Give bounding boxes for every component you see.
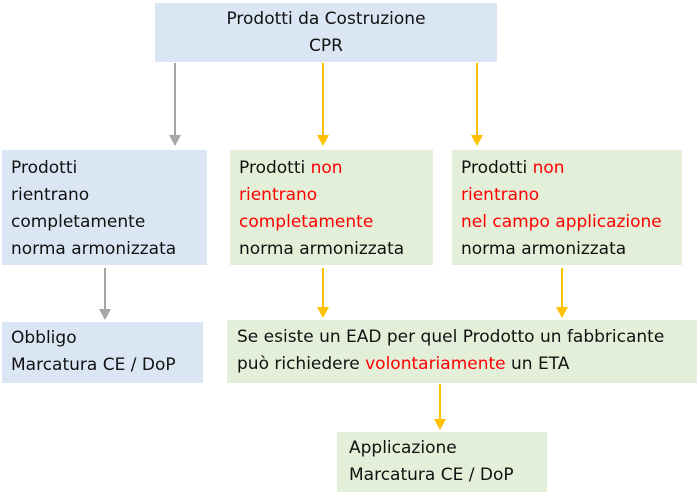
arrow-shaft: [561, 268, 563, 309]
arrow-root-to-harmonized: [169, 63, 181, 146]
node-cpr-root-line1: Prodotti da Costruzione: [226, 9, 426, 29]
node-obligation-line1: Obbligo: [11, 328, 77, 348]
node-harmonized-partial-line1: Prodotti non: [239, 155, 429, 182]
arrow-head-icon: [471, 135, 483, 146]
text-black: un ETA: [505, 354, 570, 374]
node-harmonized-partial-line4: norma armonizzata: [239, 239, 405, 259]
node-cpr-root: Prodotti da Costruzione CPR: [155, 3, 497, 62]
arrow-noscope-to-ead: [556, 268, 568, 318]
node-obligation: Obbligo Marcatura CE / DoP: [2, 322, 203, 383]
node-ead-line2: può richiedere volontariamente un ETA: [237, 351, 697, 378]
text-red: non: [310, 158, 343, 178]
arrow-harmonized-to-obligation: [99, 268, 111, 320]
node-harmonized-full-line2: rientrano: [11, 185, 90, 205]
arrow-root-to-partial: [317, 63, 329, 146]
node-harmonized-full: Prodotti rientrano completamente norma a…: [2, 150, 207, 265]
arrow-shaft: [476, 63, 478, 137]
arrow-shaft: [104, 268, 106, 311]
node-cpr-root-line2: CPR: [309, 36, 343, 56]
node-ead-line1: Se esiste un EAD per quel Prodotto un fa…: [237, 327, 665, 347]
text-red: non: [532, 158, 565, 178]
node-harmonized-full-line3: completamente: [11, 212, 146, 232]
arrow-head-icon: [317, 307, 329, 318]
node-obligation-line2: Marcatura CE / DoP: [11, 355, 176, 375]
arrow-head-icon: [99, 309, 111, 320]
arrow-head-icon: [434, 419, 446, 430]
node-application: Applicazione Marcatura CE / DoP: [337, 432, 547, 492]
arrow-head-icon: [169, 135, 181, 146]
arrow-partial-to-ead: [317, 268, 329, 318]
node-not-in-scope: Prodotti non rientrano nel campo applica…: [452, 150, 682, 265]
text-black: Prodotti: [461, 158, 533, 178]
arrow-shaft: [174, 63, 176, 137]
text-black: può richiedere: [237, 354, 366, 374]
node-application-line2: Marcatura CE / DoP: [349, 465, 514, 485]
node-not-in-scope-line2: rientrano: [461, 185, 540, 205]
text-red: volontariamente: [365, 354, 506, 374]
node-not-in-scope-line1: Prodotti non: [461, 155, 678, 182]
node-not-in-scope-line4: norma armonizzata: [461, 239, 627, 259]
node-not-in-scope-line3: nel campo applicazione: [461, 212, 662, 232]
arrow-ead-to-application: [434, 384, 446, 430]
node-harmonized-partial-line3: completamente: [239, 212, 374, 232]
node-harmonized-partial: Prodotti non rientrano completamente nor…: [230, 150, 433, 265]
text-black: Prodotti: [239, 158, 311, 178]
node-harmonized-partial-line2: rientrano: [239, 185, 318, 205]
arrow-shaft: [322, 268, 324, 309]
arrow-root-to-noscope: [471, 63, 483, 146]
arrow-shaft: [439, 384, 441, 421]
node-harmonized-full-line4: norma armonizzata: [11, 239, 177, 259]
node-application-line1: Applicazione: [349, 438, 457, 458]
arrow-shaft: [322, 63, 324, 137]
node-ead: Se esiste un EAD per quel Prodotto un fa…: [227, 320, 697, 383]
arrow-head-icon: [556, 307, 568, 318]
node-harmonized-full-line1: Prodotti: [11, 158, 78, 178]
arrow-head-icon: [317, 135, 329, 146]
